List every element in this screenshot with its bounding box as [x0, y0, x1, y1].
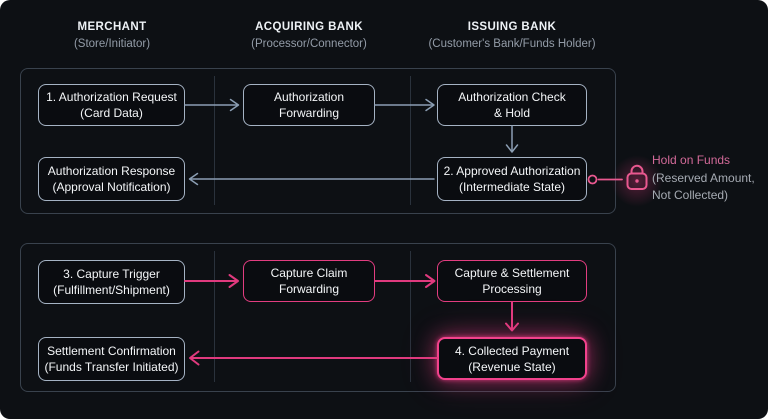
column-divider [214, 76, 215, 205]
node-label-line2: Forwarding [278, 106, 340, 120]
column-subtitle: (Store/Initiator) [73, 38, 151, 50]
node-capture-trigger: 3. Capture Trigger (Fulfillment/Shipment… [38, 260, 185, 304]
column-subtitle: (Customer's Bank/Funds Holder) [428, 38, 596, 50]
node-label-line1: 2. Approved Authorization [443, 164, 581, 178]
node-label-line2: (Revenue State) [468, 359, 556, 374]
node-label-line1: Authorization [273, 90, 345, 104]
node-authorization-forwarding: Authorization Forwarding [243, 84, 375, 126]
node-label-line2: (Funds Transfer Initiated) [44, 360, 179, 374]
column-divider [410, 251, 411, 382]
node-label-line2: & Hold [493, 106, 531, 120]
column-header-issuing-bank: ISSUING BANK (Customer's Bank/Funds Hold… [398, 19, 626, 53]
node-capture-settlement-processing: Capture & Settlement Processing [437, 260, 587, 302]
node-authorization-request: 1. Authorization Request (Card Data) [38, 84, 185, 126]
node-label-line1: 1. Authorization Request [46, 90, 177, 104]
node-label-line1: Capture Claim [270, 266, 348, 280]
capture-phase-panel [20, 243, 616, 392]
node-label-line1: 3. Capture Trigger [63, 267, 160, 281]
node-label-line1: Authorization Check [458, 90, 566, 104]
node-label-line2: (Card Data) [80, 106, 143, 120]
node-approved-authorization: 2. Approved Authorization (Intermediate … [437, 157, 587, 201]
node-label-line1: 4. Collected Payment [454, 343, 570, 358]
column-subtitle: (Processor/Connector) [251, 38, 367, 50]
node-capture-claim-forwarding: Capture Claim Forwarding [243, 260, 375, 302]
hold-annotation-line3: Not Collected) [652, 188, 729, 202]
node-label-line2: (Fulfillment/Shipment) [53, 283, 170, 297]
hold-annotation-line2: (Reserved Amount, [652, 170, 755, 185]
column-title: ISSUING BANK [467, 21, 557, 33]
node-label-line1: Settlement Confirmation [47, 344, 176, 358]
node-authorization-check-hold: Authorization Check & Hold [437, 84, 587, 126]
hold-annotation-title: Hold on Funds [652, 153, 731, 167]
node-label-line1: Authorization Response [47, 164, 176, 178]
hold-on-funds-annotation: Hold on Funds (Reserved Amount, Not Coll… [652, 152, 755, 205]
node-settlement-confirmation: Settlement Confirmation (Funds Transfer … [38, 337, 185, 381]
node-collected-payment: 4. Collected Payment (Revenue State) [437, 337, 587, 380]
node-label-line1: Capture & Settlement [454, 266, 570, 280]
node-authorization-response: Authorization Response (Approval Notific… [38, 157, 185, 201]
column-header-merchant: MERCHANT (Store/Initiator) [28, 19, 196, 53]
node-label-line2: Processing [482, 282, 542, 296]
column-divider [214, 251, 215, 382]
authorization-phase-panel [20, 68, 616, 214]
column-divider [410, 76, 411, 205]
column-title: ACQUIRING BANK [255, 21, 363, 33]
column-title: MERCHANT [77, 21, 147, 33]
column-header-acquiring-bank: ACQUIRING BANK (Processor/Connector) [225, 19, 393, 53]
node-label-line2: (Intermediate State) [458, 180, 566, 194]
node-label-line2: Forwarding [278, 282, 340, 296]
node-label-line2: (Approval Notification) [52, 180, 171, 194]
